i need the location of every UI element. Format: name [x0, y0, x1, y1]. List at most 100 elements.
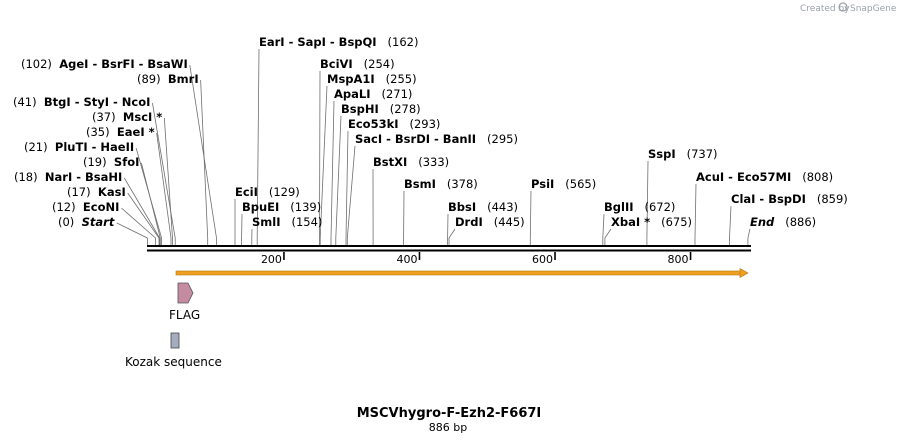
site-label[interactable]: (41) BtgI - StyI - NcoI	[13, 95, 150, 109]
flag-feature-arrow[interactable]	[177, 282, 194, 304]
site-label[interactable]: (89) BmrI	[137, 72, 199, 86]
site-leader-line	[604, 228, 612, 245]
site-leader-line	[152, 102, 176, 245]
site-spacer	[281, 215, 292, 229]
site-leaders	[116, 48, 751, 245]
site-spacer	[676, 147, 687, 161]
site-label[interactable]: (12) EcoNI	[52, 200, 119, 214]
site-leader-line	[319, 85, 328, 245]
site-position: (443)	[487, 200, 518, 214]
site-spacer	[476, 200, 487, 214]
site-enzyme-name: BspHI	[341, 102, 379, 116]
site-enzyme-name: PsiI	[531, 177, 554, 191]
site-position: (565)	[565, 177, 596, 191]
site-label[interactable]: SmlI (154)	[252, 215, 322, 229]
site-label[interactable]: EciI (129)	[235, 185, 300, 199]
site-spacer	[436, 177, 447, 191]
site-position: (35)	[86, 125, 110, 139]
site-enzyme-name: BmrI	[168, 72, 199, 86]
site-spacer	[476, 132, 487, 146]
ruler-tick-label: 800	[668, 253, 689, 266]
site-label[interactable]: ApaLI (271)	[334, 87, 412, 101]
site-label[interactable]: (102) AgeI - BsrFI - BsaWI	[21, 57, 188, 71]
site-label[interactable]: DrdI (445)	[455, 215, 525, 229]
site-spacer	[76, 200, 83, 214]
site-spacer	[52, 57, 59, 71]
site-leader-line	[116, 222, 148, 245]
site-position: (89)	[137, 72, 161, 86]
credit-brand: SnapGene	[850, 4, 897, 14]
site-leader-line	[121, 207, 156, 245]
site-label[interactable]: (17) KasI	[67, 185, 126, 199]
site-label[interactable]: BglII (672)	[604, 200, 675, 214]
site-leader-line	[602, 213, 605, 245]
site-label[interactable]: (37) MscI *	[92, 110, 162, 124]
site-label[interactable]: SacI - BsrDI - BanII (295)	[355, 132, 518, 146]
site-enzyme-name: MscI *	[123, 110, 162, 124]
site-label[interactable]: BciVI (254)	[320, 57, 395, 71]
site-label[interactable]: PsiI (565)	[531, 177, 596, 191]
site-label[interactable]: SspI (737)	[648, 147, 718, 161]
site-position: (378)	[447, 177, 478, 191]
site-enzyme-name: EciI	[235, 185, 258, 199]
site-enzyme-name: BsmI	[404, 177, 436, 191]
site-enzyme-name: EaeI *	[117, 125, 155, 139]
site-position: (102)	[21, 57, 52, 71]
site-position: (445)	[494, 215, 525, 229]
ruler-tick-label: 600	[532, 253, 553, 266]
site-enzyme-name: End	[750, 215, 775, 229]
site-position: (255)	[386, 72, 417, 86]
site-position: (0)	[58, 215, 74, 229]
site-label[interactable]: MspA1I (255)	[327, 72, 417, 86]
site-enzyme-name: BglII	[604, 200, 634, 214]
site-position: (154)	[291, 215, 322, 229]
site-position: (41)	[13, 95, 37, 109]
site-leader-line	[330, 100, 335, 245]
site-spacer	[650, 215, 661, 229]
site-enzyme-name: SacI - BsrDI - BanII	[355, 132, 476, 146]
site-enzyme-name: SfoI	[114, 155, 139, 169]
site-leader-line	[123, 177, 161, 245]
map-subtitle: 886 bp	[429, 421, 467, 434]
site-label[interactable]: (0) Start	[58, 215, 115, 229]
site-label[interactable]: (21) PluTI - HaeII	[24, 140, 134, 154]
site-position: (18)	[14, 170, 38, 184]
site-label[interactable]: (19) SfoI	[83, 155, 139, 169]
site-label[interactable]: ClaI - BspDI (859)	[731, 192, 848, 206]
site-position: (129)	[269, 185, 300, 199]
site-enzyme-name: ClaI - BspDI	[731, 192, 806, 206]
site-label[interactable]: (35) EaeI *	[86, 125, 155, 139]
site-label[interactable]: End (886)	[750, 215, 816, 229]
site-leader-line	[346, 145, 356, 245]
site-label[interactable]: XbaI * (675)	[611, 215, 692, 229]
site-spacer	[38, 170, 45, 184]
kozak-feature-box[interactable]	[170, 332, 180, 349]
site-label[interactable]: EarI - SapI - BspQI (162)	[259, 35, 418, 49]
site-spacer	[483, 215, 494, 229]
flag-feature-label: FLAG	[169, 308, 200, 322]
site-spacer	[37, 95, 44, 109]
site-spacer	[110, 125, 117, 139]
site-label[interactable]: BspHI (278)	[341, 102, 421, 116]
site-enzyme-name: BpuEI	[242, 200, 279, 214]
site-spacer	[107, 155, 114, 169]
site-position: (17)	[67, 185, 91, 199]
site-label[interactable]: BsmI (378)	[404, 177, 478, 191]
site-label[interactable]: (18) NarI - BsaHI	[14, 170, 122, 184]
site-label[interactable]: BbsI (443)	[448, 200, 518, 214]
site-label[interactable]: BpuEI (139)	[242, 200, 321, 214]
site-spacer	[279, 200, 290, 214]
site-spacer	[634, 200, 645, 214]
site-label[interactable]: AcuI - Eco57MI (808)	[696, 170, 833, 184]
site-label[interactable]: BstXI (333)	[373, 155, 449, 169]
site-label[interactable]: Eco53kI (293)	[348, 117, 440, 131]
site-position: (737)	[687, 147, 718, 161]
site-spacer	[258, 185, 269, 199]
site-enzyme-name: ApaLI	[334, 87, 371, 101]
site-position: (859)	[817, 192, 848, 206]
site-enzyme-name: DrdI	[455, 215, 483, 229]
site-spacer	[48, 140, 55, 154]
site-enzyme-name: EcoNI	[83, 200, 119, 214]
site-enzyme-name: BstXI	[373, 155, 407, 169]
